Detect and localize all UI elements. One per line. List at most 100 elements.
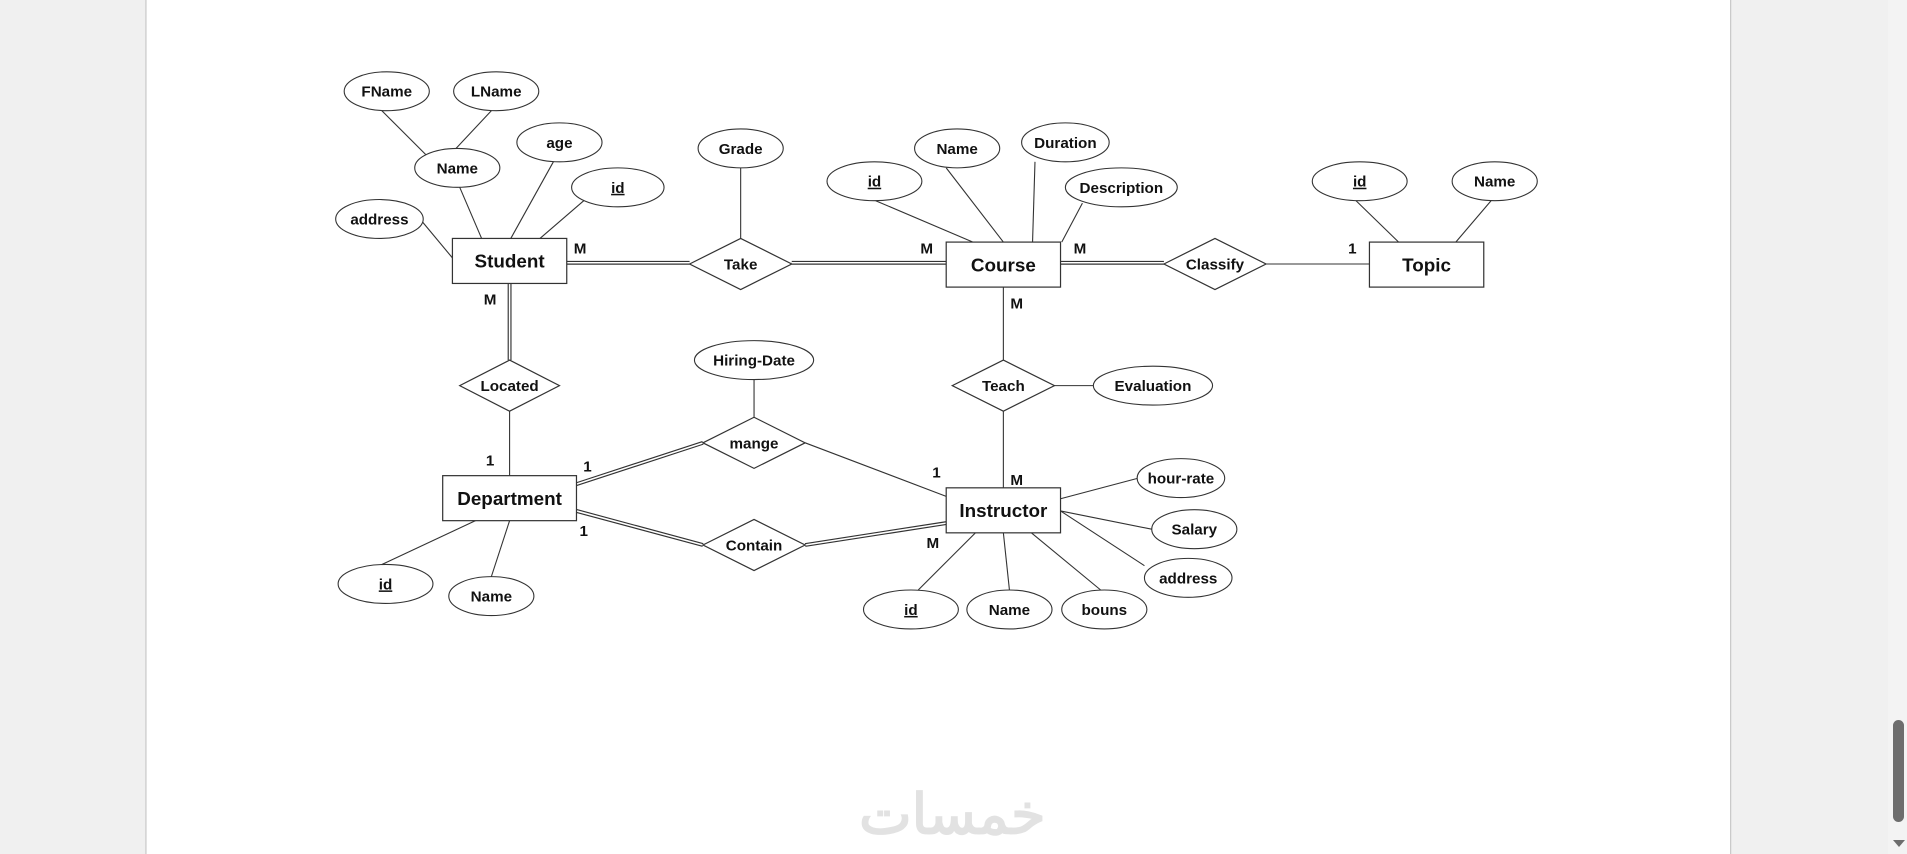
- attribute-ellipse: [1451, 161, 1538, 202]
- attribute-s_address[interactable]: address: [335, 198, 424, 239]
- attribute-s_id[interactable]: id: [571, 167, 665, 208]
- attribute-label: age: [546, 135, 572, 152]
- attr-link-d_name: [490, 520, 511, 577]
- relationship-contain[interactable]: Contain: [701, 518, 807, 572]
- attribute-label: FName: [361, 84, 412, 101]
- attribute-label: hour-rate: [1148, 471, 1215, 488]
- attribute-ellipse: [1151, 509, 1238, 550]
- attribute-s_name[interactable]: Name: [414, 147, 501, 188]
- entity-box: [451, 237, 568, 285]
- cardinality-student-take: M: [574, 241, 587, 258]
- entity-label: Course: [971, 254, 1036, 275]
- entity-instructor[interactable]: Instructor: [945, 487, 1062, 534]
- attribute-label: Evaluation: [1115, 378, 1192, 395]
- watermark-logo: خمسات: [859, 782, 1046, 845]
- cardinality-student-located: M: [484, 292, 497, 309]
- link-department-mange-inner: [576, 442, 704, 485]
- cardinality-course-teach: M: [1010, 295, 1023, 312]
- relationship-label: mange: [730, 435, 779, 452]
- attribute-label: Name: [471, 589, 512, 606]
- attribute-s_lname[interactable]: LName: [453, 71, 540, 112]
- attribute-c_duration[interactable]: Duration: [1021, 122, 1110, 163]
- attribute-ellipse: [1311, 161, 1408, 202]
- relationship-diamond: [688, 237, 794, 291]
- relationship-teach[interactable]: Teach: [950, 359, 1056, 412]
- attribute-t_grade[interactable]: Grade: [697, 128, 784, 169]
- relationship-located[interactable]: Located: [458, 359, 561, 412]
- attribute-label: Name: [989, 602, 1030, 619]
- attribute-ellipse: [571, 167, 665, 208]
- attribute-s_fname[interactable]: FName: [343, 71, 430, 112]
- entity-topic[interactable]: Topic: [1368, 241, 1485, 288]
- attr-link-i_name: [1002, 532, 1010, 591]
- attribute-label: Name: [936, 141, 977, 158]
- entity-course[interactable]: Course: [945, 241, 1062, 288]
- entity-label: Instructor: [959, 500, 1048, 521]
- attribute-m_hiring[interactable]: Hiring-Date: [693, 340, 815, 381]
- relationship-label: Located: [480, 378, 538, 395]
- entity-label: Department: [457, 488, 562, 509]
- attribute-label: Grade: [719, 141, 763, 158]
- relationship-label: Take: [724, 256, 757, 273]
- attribute-label: bouns: [1082, 602, 1128, 619]
- attribute-i_address[interactable]: address: [1143, 557, 1233, 598]
- attribute-ellipse: [1061, 589, 1148, 630]
- attr-link-c_id: [875, 200, 974, 243]
- attribute-i_bouns[interactable]: bouns: [1061, 589, 1148, 630]
- relationship-classify[interactable]: Classify: [1162, 237, 1268, 291]
- attribute-d_id[interactable]: id: [337, 563, 434, 604]
- attribute-i_id[interactable]: id: [862, 589, 959, 630]
- cardinality-course-classify: M: [1074, 241, 1087, 258]
- attr-link-s_address: [421, 221, 453, 259]
- attribute-d_name[interactable]: Name: [448, 576, 535, 617]
- attribute-c_description[interactable]: Description: [1064, 167, 1178, 208]
- key-attribute-label: id: [379, 576, 392, 593]
- attribute-ellipse: [1064, 167, 1178, 208]
- relationship-mange[interactable]: mange: [701, 416, 807, 470]
- vertical-scrollbar[interactable]: [1888, 0, 1907, 854]
- attribute-i_hour[interactable]: hour-rate: [1136, 458, 1226, 499]
- attr-link-i_id: [917, 532, 976, 591]
- attribute-i_name[interactable]: Name: [966, 589, 1053, 630]
- attribute-c_name[interactable]: Name: [914, 128, 1001, 169]
- attr-link-s_name: [459, 187, 483, 239]
- attr-link-i_salary: [1060, 510, 1152, 530]
- attr-link-i_address: [1060, 510, 1145, 567]
- entity-box: [945, 487, 1062, 534]
- relationship-take[interactable]: Take: [688, 237, 794, 291]
- document-page: [145, 0, 1732, 854]
- attribute-i_salary[interactable]: Salary: [1151, 509, 1238, 550]
- attribute-ellipse: [1021, 122, 1110, 163]
- attribute-ellipse: [697, 128, 784, 169]
- attr-link-c_description: [1061, 202, 1083, 243]
- cardinality-department-contain: 1: [580, 523, 589, 540]
- attr-link-s_id: [539, 200, 585, 239]
- cardinality-instructor-contain: M: [926, 535, 939, 552]
- attribute-ellipse: [914, 128, 1001, 169]
- attribute-te_eval[interactable]: Evaluation: [1092, 365, 1214, 406]
- attribute-c_id[interactable]: id: [826, 161, 923, 202]
- attribute-ellipse: [453, 71, 540, 112]
- scroll-down-arrow-icon[interactable]: [1893, 840, 1905, 847]
- attribute-ellipse: [414, 147, 501, 188]
- scrollbar-thumb[interactable]: [1893, 720, 1904, 822]
- entity-box: [1368, 241, 1485, 288]
- link-instructor-contain-inner: [805, 522, 947, 546]
- attribute-ellipse: [337, 563, 434, 604]
- attribute-label: Duration: [1034, 135, 1096, 152]
- relationship-diamond: [701, 518, 807, 572]
- cardinality-instructor-teach: M: [1010, 472, 1023, 489]
- attribute-ellipse: [966, 589, 1053, 630]
- attribute-label: Name: [1474, 174, 1515, 191]
- attr-link-i_bouns: [1030, 532, 1102, 591]
- attribute-ellipse: [335, 198, 424, 239]
- cardinality-course-take: M: [920, 241, 933, 258]
- attr-link-c_duration: [1032, 161, 1036, 243]
- entity-department[interactable]: Department: [442, 475, 578, 522]
- entity-student[interactable]: Student: [451, 237, 568, 285]
- attribute-tp_name[interactable]: Name: [1451, 161, 1538, 202]
- attribute-tp_id[interactable]: id: [1311, 161, 1408, 202]
- attribute-ellipse: [1143, 557, 1233, 598]
- relationship-diamond: [950, 359, 1056, 412]
- attribute-s_age[interactable]: age: [516, 122, 603, 163]
